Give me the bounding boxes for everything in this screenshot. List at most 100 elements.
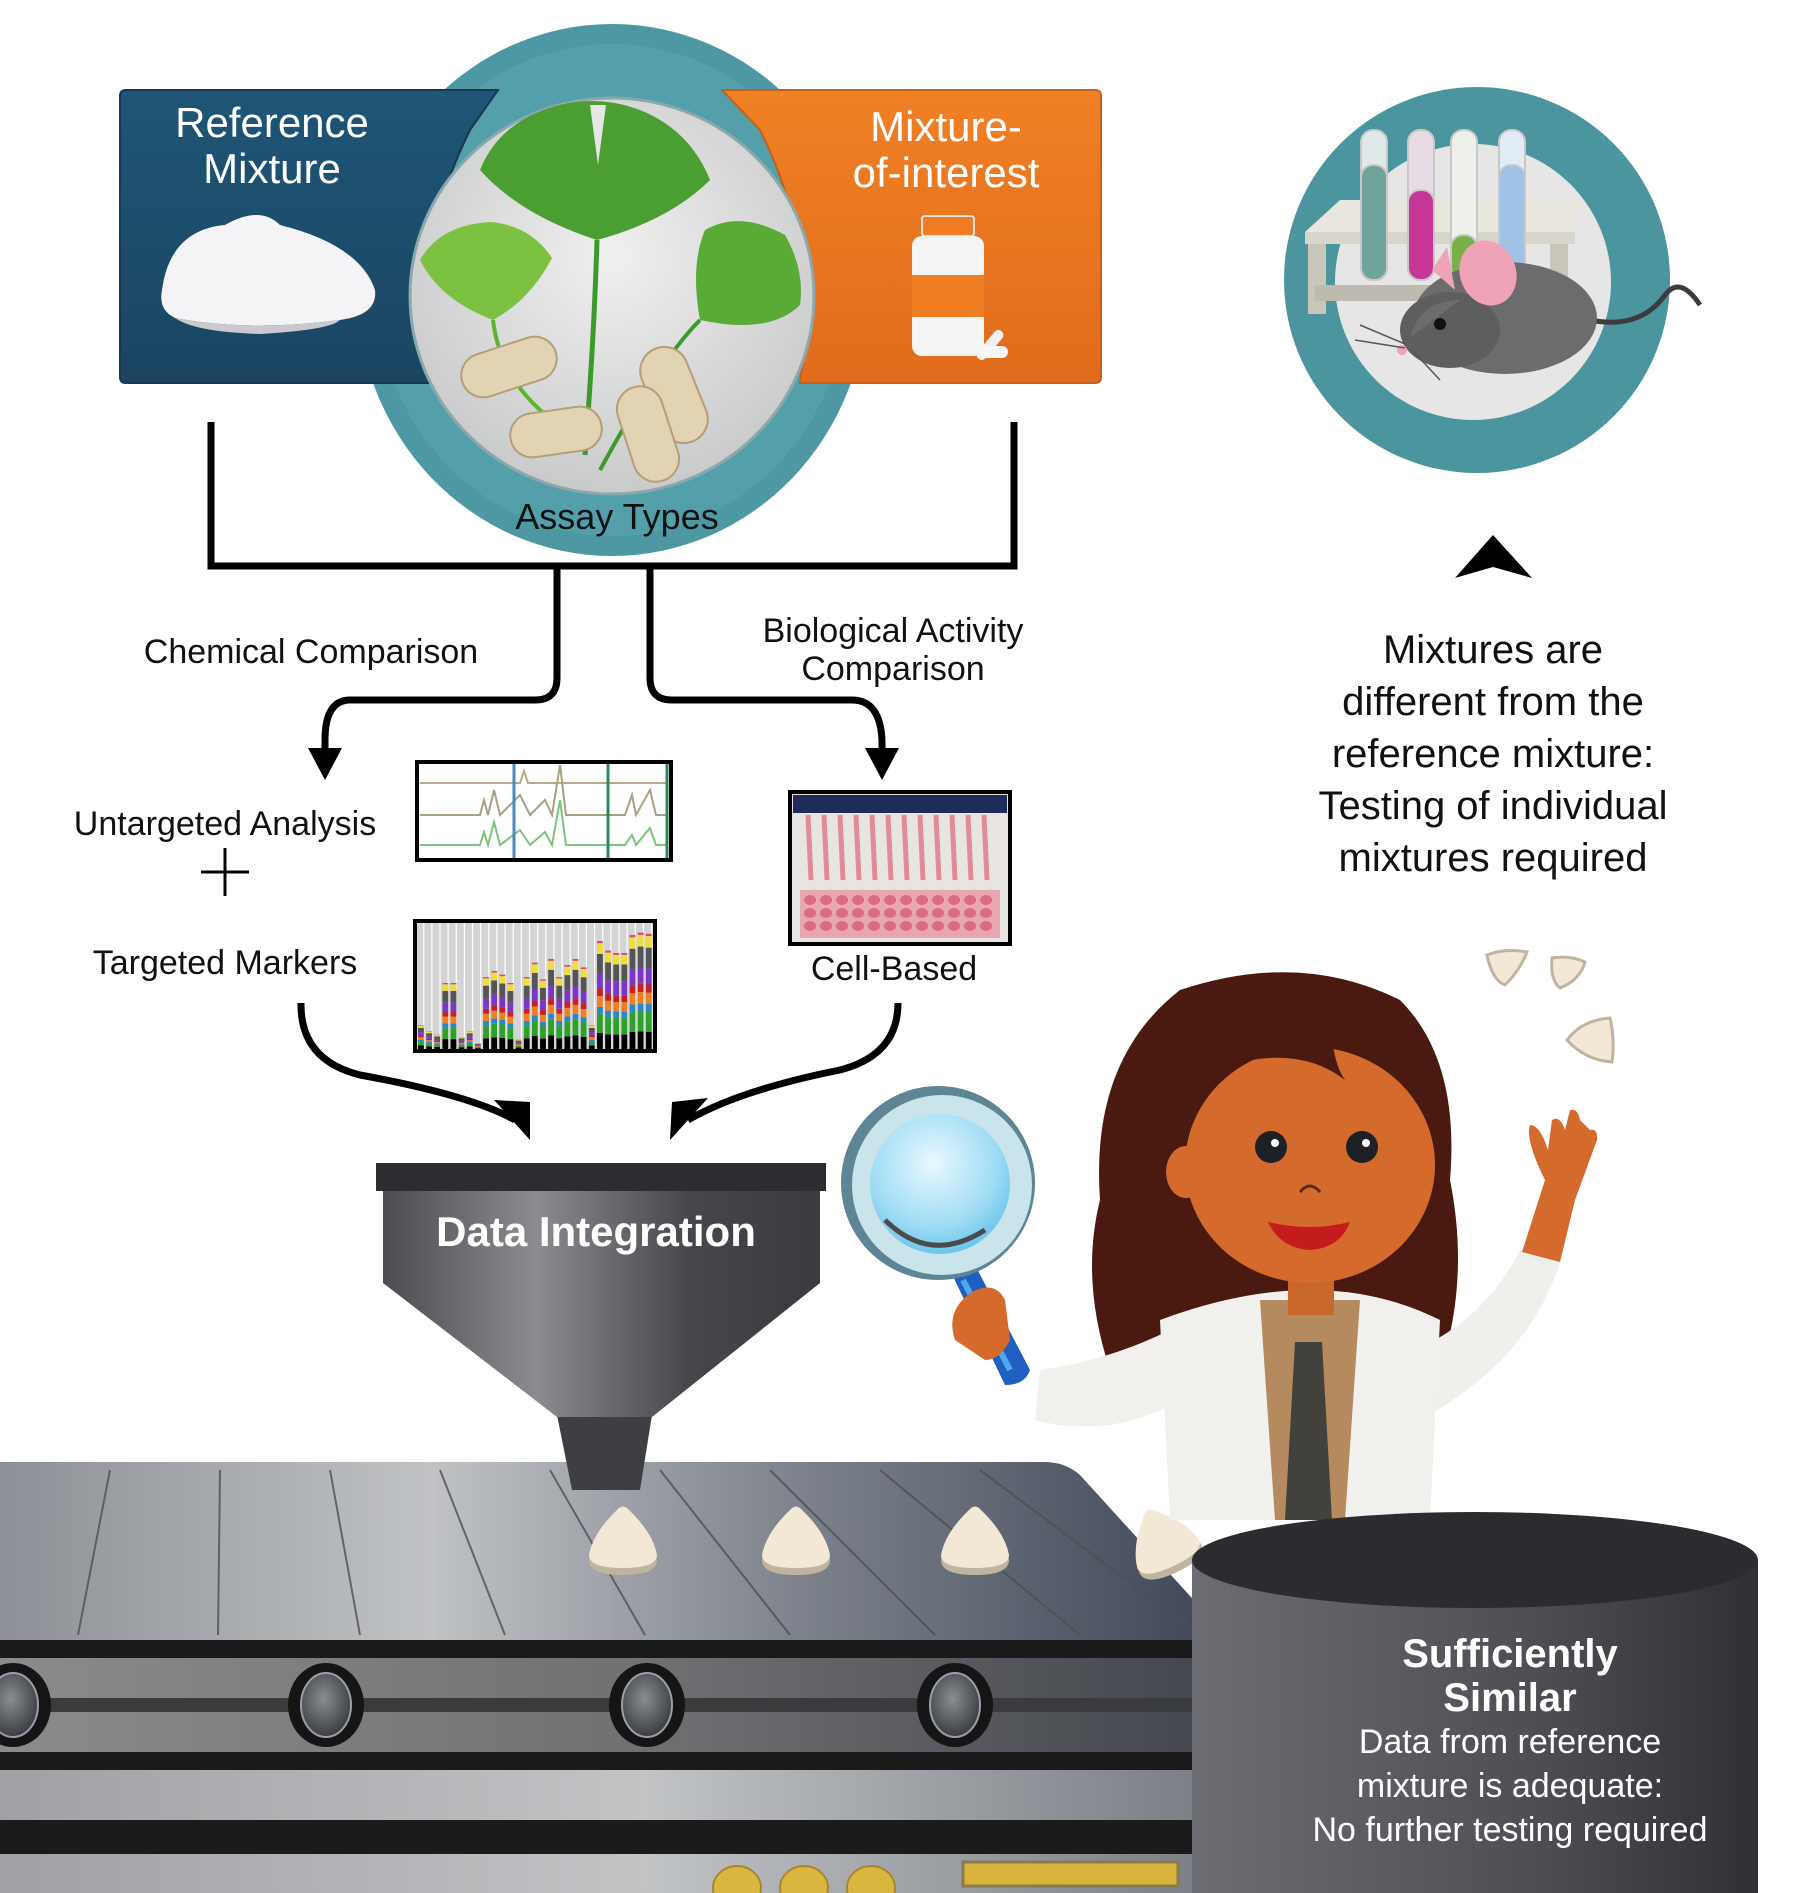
thumb-bar-segment (548, 1019, 555, 1036)
thumb-bar-segment (483, 985, 489, 999)
thumb-bar-segment (621, 954, 628, 965)
thumb-bar-segment (483, 998, 489, 1009)
thumb-bar-segment (540, 980, 546, 988)
thumb-bar-segment (426, 1041, 432, 1044)
pill (589, 1506, 657, 1575)
thumb-bar-segment (458, 1047, 465, 1049)
thumb-bar-segment (523, 977, 530, 979)
similar-body-line: Data from reference (1358, 1723, 1662, 1761)
plate-well (916, 895, 928, 905)
thumb-bar-segment (588, 1041, 595, 1046)
powder-pile-icon (161, 215, 376, 334)
thumb-bar-segment (597, 943, 603, 954)
plate-well (980, 921, 992, 931)
thumb-gridline (520, 923, 522, 1049)
thumb-bar-segment (580, 991, 587, 1004)
thumb-bar-segment (499, 1024, 506, 1038)
control-knobs (712, 1865, 896, 1893)
thumb-bar-segment (580, 969, 587, 978)
thumb-bar-segment (491, 980, 498, 995)
similar-title-line2: Similar (1443, 1676, 1577, 1720)
pipette-tip (917, 814, 926, 881)
roller-hub (0, 1672, 39, 1738)
plate-well (900, 895, 912, 905)
thumb-bar-segment (613, 964, 620, 982)
mixtures-different-note: Mixtures are different from the referenc… (1318, 624, 1667, 884)
thumb-bar-segment (540, 1010, 546, 1015)
thumb-bar-segment (523, 998, 530, 1009)
thumb-bar-segment (418, 1037, 424, 1040)
thumb-bar-segment (548, 959, 555, 961)
thumb-bar-segment (540, 1014, 546, 1022)
thumb-bar-segment (540, 979, 546, 981)
pipette-tip (965, 814, 974, 881)
thumb-bar-segment (629, 937, 636, 949)
thumb-bar-segment (434, 1046, 441, 1049)
interest-title-line2: of-interest (852, 149, 1040, 196)
thumb-bar-segment (645, 936, 652, 948)
thumb-bar-segment (613, 981, 620, 996)
thumb-bar-segment (548, 960, 555, 970)
thumb-bar-segment (588, 1039, 595, 1042)
roller-hub (929, 1672, 981, 1738)
different-note-line: Testing of individual (1318, 784, 1668, 828)
plate-well (932, 895, 944, 905)
thumb-bar-segment (515, 1039, 522, 1041)
thumb-bar-segment (523, 1008, 530, 1014)
thumb-bar-segment (434, 1038, 441, 1041)
thumb-bar-segment (523, 1025, 530, 1039)
pipette-tip (853, 814, 862, 881)
thumb-bar-segment (637, 1003, 644, 1011)
biological-label-line2: Comparison (801, 650, 985, 688)
reference-mixture-title: Reference Mixture (175, 100, 369, 192)
thumb-bar-segment (450, 1039, 457, 1049)
sufficiently-similar-text: Sufficiently Similar Data from reference… (1313, 1632, 1708, 1852)
thumb-bar-segment (548, 1035, 555, 1049)
thumb-bar-segment (613, 954, 620, 965)
thumb-bar-segment (580, 1009, 587, 1018)
thumb-bar-segment (523, 1013, 530, 1021)
thumb-bar-segment (474, 1046, 481, 1047)
thumb-bar-segment (548, 969, 555, 986)
thumb-bar-segment (580, 977, 587, 992)
pipette-tip (869, 814, 878, 881)
thumb-bar-segment (531, 1020, 538, 1037)
thumb-bar-segment (556, 1008, 563, 1014)
thumb-bar-segment (588, 1035, 595, 1038)
different-note-line: different from the (1342, 680, 1644, 724)
chemical-comparison-label: Chemical Comparison (143, 633, 479, 671)
thumb-bar-segment (434, 1041, 441, 1044)
plate-well (804, 895, 816, 905)
thumb-bar-segment (572, 986, 579, 999)
thumb-bar-segment (458, 1043, 465, 1045)
plate-well (980, 895, 992, 905)
thumb-bar-segment (450, 1027, 457, 1040)
thumb-bar-segment (629, 993, 636, 1005)
thumb-bar-segment (523, 978, 530, 986)
thumb-bar-segment (564, 1021, 571, 1037)
pill-body (589, 1506, 657, 1568)
thumb-bar-segment (637, 991, 644, 1004)
thumb-bar-segment (597, 1032, 603, 1049)
thumb-bar-segment (597, 996, 603, 1007)
plate-well (852, 895, 864, 905)
thumb-bar-segment (426, 1046, 432, 1049)
thumb-bar-segment (483, 1020, 489, 1026)
thumb-bar-segment (572, 1035, 579, 1049)
similar-body-line: No further testing required (1312, 1811, 1708, 1849)
thumb-bar-segment (491, 1018, 498, 1024)
plate-well (868, 895, 880, 905)
thumb-bar-segment (645, 947, 652, 969)
reference-title-line1: Reference (175, 99, 369, 146)
plate-well (836, 921, 848, 931)
thumb-bar-segment (426, 1043, 432, 1047)
thumb-bar-segment (499, 1007, 506, 1013)
pill-body (941, 1506, 1009, 1568)
plate-well (868, 908, 880, 918)
thumb-bar-segment (621, 981, 628, 996)
thumb-bar-segment (474, 1043, 481, 1045)
thumb-bar-segment (597, 988, 603, 997)
pill-body (762, 1506, 830, 1568)
pill (762, 1506, 830, 1575)
thumb-bar-segment (483, 977, 489, 979)
